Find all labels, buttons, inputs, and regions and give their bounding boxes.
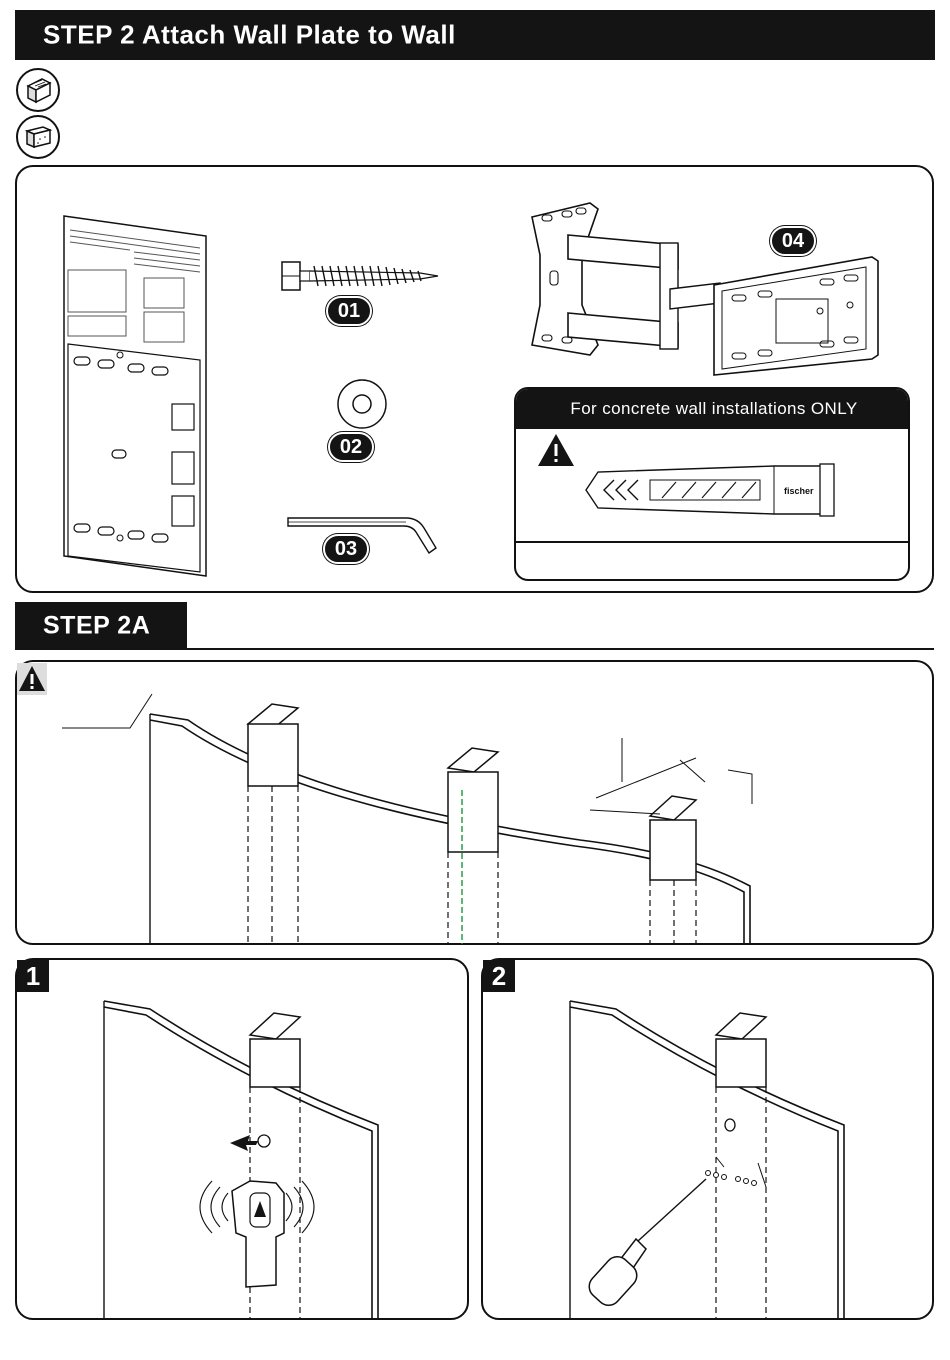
concrete-installation-header: For concrete wall installations ONLY (516, 389, 910, 429)
washer-drawing (336, 378, 388, 430)
step-2-title: STEP 2 Attach Wall Plate to Wall (43, 20, 456, 51)
step-2a-rule (187, 648, 934, 650)
wall-anchor-drawing: fischer (584, 458, 839, 522)
stud-wall-cutaway-drawing (60, 690, 760, 944)
concrete-installation-title: For concrete wall installations ONLY (570, 399, 857, 419)
part-01-label: 01 (326, 296, 372, 326)
concrete-panel-divider (516, 541, 910, 543)
part-02-label: 02 (328, 432, 374, 462)
stud-finder-drawing (100, 995, 385, 1318)
warning-triangle-icon (17, 663, 47, 695)
step-2-header-bar: STEP 2 Attach Wall Plate to Wall (15, 10, 935, 60)
warning-triangle-icon (536, 432, 576, 468)
wood-stud-wall-icon (16, 68, 60, 112)
anchor-brand-text: fischer (784, 486, 814, 496)
lag-bolt-drawing (280, 258, 445, 298)
pilot-hole-marking-drawing (566, 995, 851, 1318)
step-2a-title: STEP 2A (43, 612, 150, 641)
drilling-template-sheet (60, 212, 220, 582)
part-04-label: 04 (770, 226, 816, 256)
articulating-wall-mount-drawing (520, 195, 885, 385)
step-2a-header-bar: STEP 2A (15, 602, 187, 650)
sub-step-2-badge: 2 (483, 960, 515, 992)
sub-step-1-badge: 1 (17, 960, 49, 992)
part-03-label: 03 (323, 534, 369, 564)
concrete-wall-icon (16, 115, 60, 159)
